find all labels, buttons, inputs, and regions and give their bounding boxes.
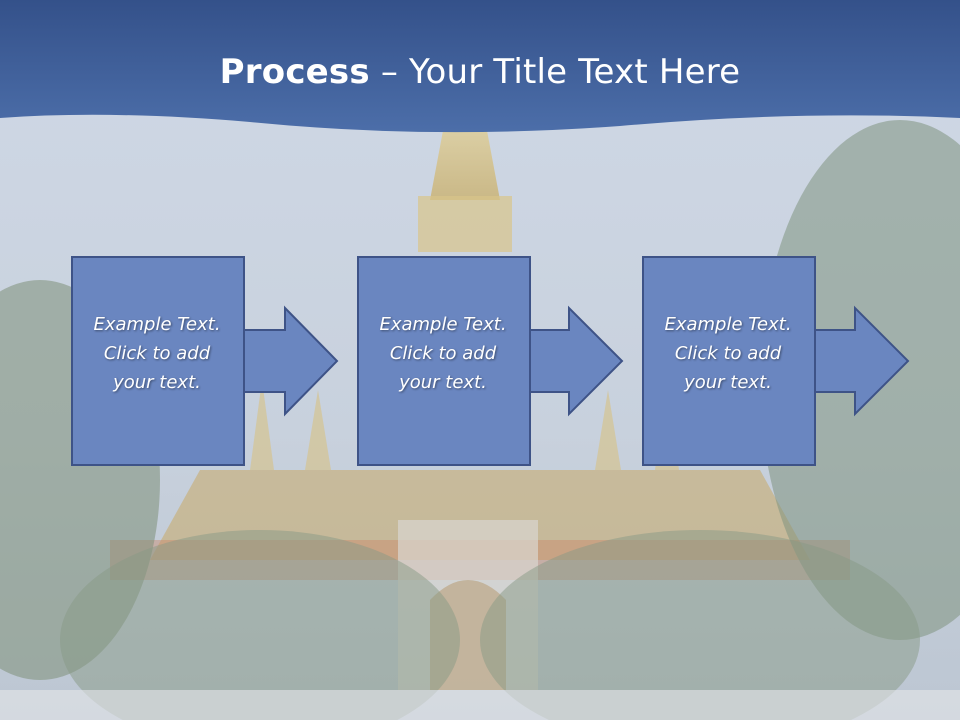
bushes-right (480, 530, 920, 720)
process-step-3[interactable]: Example Text. Click to add your text. (642, 256, 942, 468)
title-separator: – (369, 52, 410, 92)
step-arrow-3 (642, 256, 910, 466)
stupa-tier (418, 196, 512, 252)
step-3-text[interactable]: Example Text. Click to add your text. (664, 314, 792, 393)
small-spire (305, 390, 331, 470)
slide-title: Process – Your Title Text Here (0, 52, 960, 92)
step-arrow-2 (357, 256, 624, 466)
header-band (0, 0, 960, 133)
process-step-2[interactable]: Example Text. Click to add your text. (357, 256, 697, 468)
stupa-spire (430, 110, 500, 200)
process-step-1[interactable]: Example Text. Click to add your text. (71, 256, 411, 468)
bushes-left (60, 530, 460, 720)
small-spire (250, 380, 274, 470)
small-spire (595, 390, 621, 470)
title-bold: Process (219, 52, 370, 92)
title-rest: Your Title Text Here (409, 52, 741, 92)
step-1-text[interactable]: Example Text. Click to add your text. (93, 314, 221, 393)
step-2-text[interactable]: Example Text. Click to add your text. (379, 314, 507, 393)
step-arrow-1 (71, 256, 339, 466)
fence (0, 690, 960, 720)
